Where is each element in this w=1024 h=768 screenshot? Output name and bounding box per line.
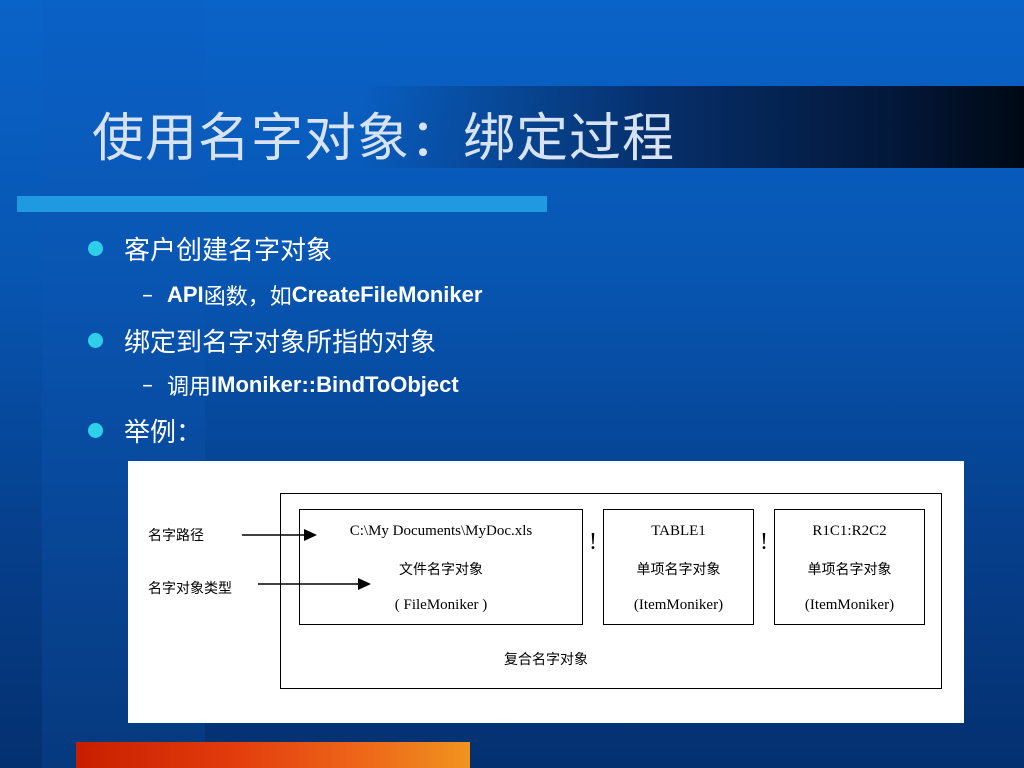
moniker-diagram: 名字路径 名字对象类型 C:\My Documents\MyDoc.xls 文件…: [128, 461, 964, 723]
box-path-text: R1C1:R2C2: [812, 523, 887, 539]
sub-bullet-prefix: 调用: [167, 375, 212, 400]
arrows: [242, 529, 371, 590]
box-class-text: ( FileMoniker ): [394, 597, 488, 613]
sub-bullet-item-1: – API 函数，如 CreateFileMoniker: [142, 279, 482, 311]
bullet-text: 绑定到名字对象所指的对象: [124, 328, 437, 358]
item-moniker-box-1: TABLE1 单项名字对象 (ItemMoniker): [603, 509, 754, 625]
item-moniker-box-2: R1C1:R2C2 单项名字对象 (ItemMoniker): [774, 509, 925, 625]
dash-icon: –: [142, 282, 153, 308]
title-underline: [17, 196, 547, 212]
bullet-dot-icon: [88, 333, 103, 348]
bullet-item-2: 绑定到名字对象所指的对象: [88, 322, 436, 359]
bullet-item-3: 举例：: [88, 412, 202, 449]
slide-title: 使用名字对象：绑定过程: [92, 109, 676, 169]
bullet-text: 举例：: [124, 418, 203, 448]
box-class-text: (ItemMoniker): [804, 597, 895, 613]
sub-bullet-suffix: CreateFileMoniker: [291, 282, 483, 307]
sub-bullet-middle: 函数，如: [203, 285, 292, 310]
box-path-text: C:\My Documents\MyDoc.xls: [349, 523, 533, 539]
arrow-head-icon: [304, 529, 317, 541]
composite-caption: 复合名字对象: [504, 652, 588, 668]
bullet-item-1: 客户创建名字对象: [88, 230, 332, 267]
label-moniker-path: 名字路径: [148, 528, 204, 544]
title-dark-band: [360, 86, 1024, 168]
bullet-dot-icon: [88, 241, 103, 256]
bullet-dot-icon: [88, 423, 103, 438]
dash-icon: –: [142, 372, 153, 398]
box-class-text: (ItemMoniker): [633, 597, 724, 613]
separator-icon: !: [589, 529, 597, 555]
bottom-accent-bar: [76, 742, 470, 768]
separator-icon: !: [760, 529, 768, 555]
sub-bullet-prefix: API: [167, 282, 204, 307]
arrow-head-icon: [358, 578, 371, 590]
box-path-text: TABLE1: [651, 523, 706, 539]
file-moniker-box: C:\My Documents\MyDoc.xls 文件名字对象 ( FileM…: [299, 509, 583, 625]
label-moniker-type: 名字对象类型: [148, 581, 232, 597]
bullet-text: 客户创建名字对象: [124, 236, 333, 266]
composite-moniker-box: [280, 493, 942, 689]
sub-bullet-item-2: – 调用 IMoniker::BindToObject: [142, 369, 459, 401]
sub-bullet-suffix: IMoniker::BindToObject: [211, 372, 459, 397]
box-kind-text: 单项名字对象: [807, 561, 892, 578]
box-kind-text: 单项名字对象: [636, 561, 721, 578]
box-kind-text: 文件名字对象: [399, 561, 483, 578]
